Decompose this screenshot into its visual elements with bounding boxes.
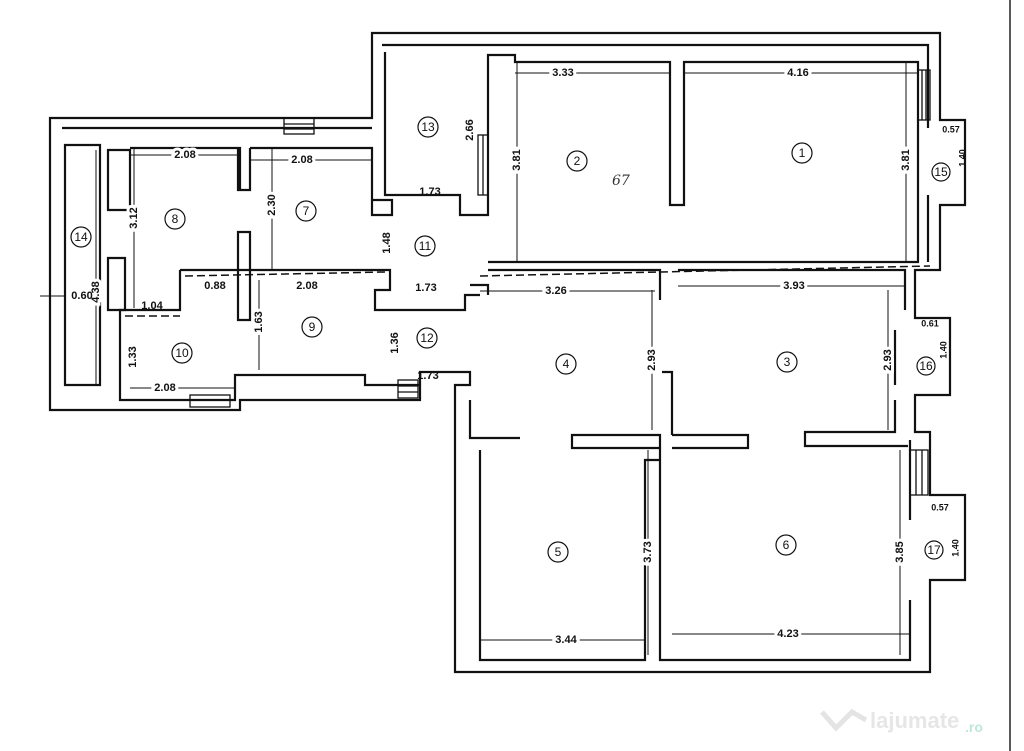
dim-label: 2.08 xyxy=(174,149,195,161)
dim-label: 0.57 xyxy=(931,502,949,512)
svg-text:15: 15 xyxy=(934,165,948,179)
watermark-suffix: .ro xyxy=(965,719,983,735)
svg-text:13: 13 xyxy=(421,120,435,134)
walls xyxy=(48,31,967,674)
svg-text:2: 2 xyxy=(574,154,581,168)
dim-label: 0.60 xyxy=(71,290,92,302)
dim-label: 4.38 xyxy=(90,281,102,302)
room-5: 5 xyxy=(547,541,569,563)
dim-label: 4.23 xyxy=(777,628,798,640)
svg-text:4: 4 xyxy=(563,357,570,371)
svg-text:5: 5 xyxy=(555,545,562,559)
room-8: 8 xyxy=(164,208,186,230)
handwritten-note: 67 xyxy=(612,173,630,189)
svg-text:9: 9 xyxy=(309,320,316,334)
room-15: 15 xyxy=(931,162,951,182)
dim-label: 0.57 xyxy=(942,124,960,134)
watermark: lajumate .ro xyxy=(820,708,983,735)
dim-label: 0.88 xyxy=(204,280,225,292)
dim-label: 1.04 xyxy=(141,300,163,312)
svg-text:11: 11 xyxy=(419,239,432,253)
room-14: 14 xyxy=(70,226,92,248)
watermark-text: lajumate xyxy=(870,708,959,733)
room-4: 4 xyxy=(555,353,577,375)
watermark-logo-icon xyxy=(820,708,868,732)
room-12: 12 xyxy=(416,327,438,349)
dim-label: 3.12 xyxy=(128,207,140,228)
svg-text:1: 1 xyxy=(799,146,806,160)
dim-label: 1.40 xyxy=(957,149,967,167)
dim-label: 1.40 xyxy=(950,539,960,557)
room-1: 1 xyxy=(791,142,813,164)
svg-text:12: 12 xyxy=(420,331,434,345)
room-17: 17 xyxy=(924,540,944,560)
dim-label: 1.40 xyxy=(938,341,948,359)
dim-label: 3.33 xyxy=(552,67,573,79)
dim-label: 1.33 xyxy=(127,346,139,367)
dim-label: 3.81 xyxy=(511,149,523,170)
dim-label: 2.93 xyxy=(882,349,894,370)
dim-label: 1.48 xyxy=(381,232,393,253)
room-2: 2 xyxy=(566,150,588,172)
svg-text:7: 7 xyxy=(303,204,310,218)
room-labels: 1 2 3 4 5 6 7 8 9 10 11 12 13 14 15 16 1… xyxy=(70,116,951,563)
dim-label: 3.26 xyxy=(545,285,566,297)
svg-text:16: 16 xyxy=(919,359,933,373)
dimension-labels: 3.33 4.16 2.66 1.73 3.81 3.81 0.57 1.40 … xyxy=(71,64,967,649)
dim-label: 2.66 xyxy=(464,119,476,140)
dim-label: 1.73 xyxy=(415,282,436,294)
dim-label: 3.73 xyxy=(642,541,654,562)
dim-label: 4.16 xyxy=(787,67,808,79)
room-11: 11 xyxy=(414,235,436,257)
dim-label: 0.61 xyxy=(921,318,939,328)
dim-label: 2.30 xyxy=(266,194,278,215)
dim-label: 3.93 xyxy=(783,280,804,292)
room-9: 9 xyxy=(301,316,323,338)
dim-label: 2.93 xyxy=(646,349,658,370)
dim-label: 1.73 xyxy=(417,370,438,382)
dimension-lines xyxy=(40,62,918,655)
svg-text:3: 3 xyxy=(784,355,791,369)
dim-label: 1.73 xyxy=(419,186,440,198)
dim-label: 2.08 xyxy=(296,280,317,292)
room-13: 13 xyxy=(417,116,439,138)
room-6: 6 xyxy=(775,534,797,556)
svg-text:8: 8 xyxy=(172,212,179,226)
room-10: 10 xyxy=(171,342,193,364)
svg-text:6: 6 xyxy=(783,538,790,552)
dim-label: 3.81 xyxy=(900,149,912,170)
dim-label: 3.85 xyxy=(894,541,906,562)
room-16: 16 xyxy=(916,356,936,376)
dim-label: 3.44 xyxy=(555,634,577,646)
svg-text:17: 17 xyxy=(927,543,941,557)
dim-label: 1.36 xyxy=(389,332,401,353)
room-7: 7 xyxy=(295,200,317,222)
dim-label: 2.08 xyxy=(291,154,312,166)
dim-label: 1.63 xyxy=(253,311,265,332)
svg-text:10: 10 xyxy=(175,346,189,360)
dim-label: 2.08 xyxy=(154,382,175,394)
stairs xyxy=(189,69,931,496)
room-3: 3 xyxy=(776,351,798,373)
svg-text:14: 14 xyxy=(74,230,88,244)
